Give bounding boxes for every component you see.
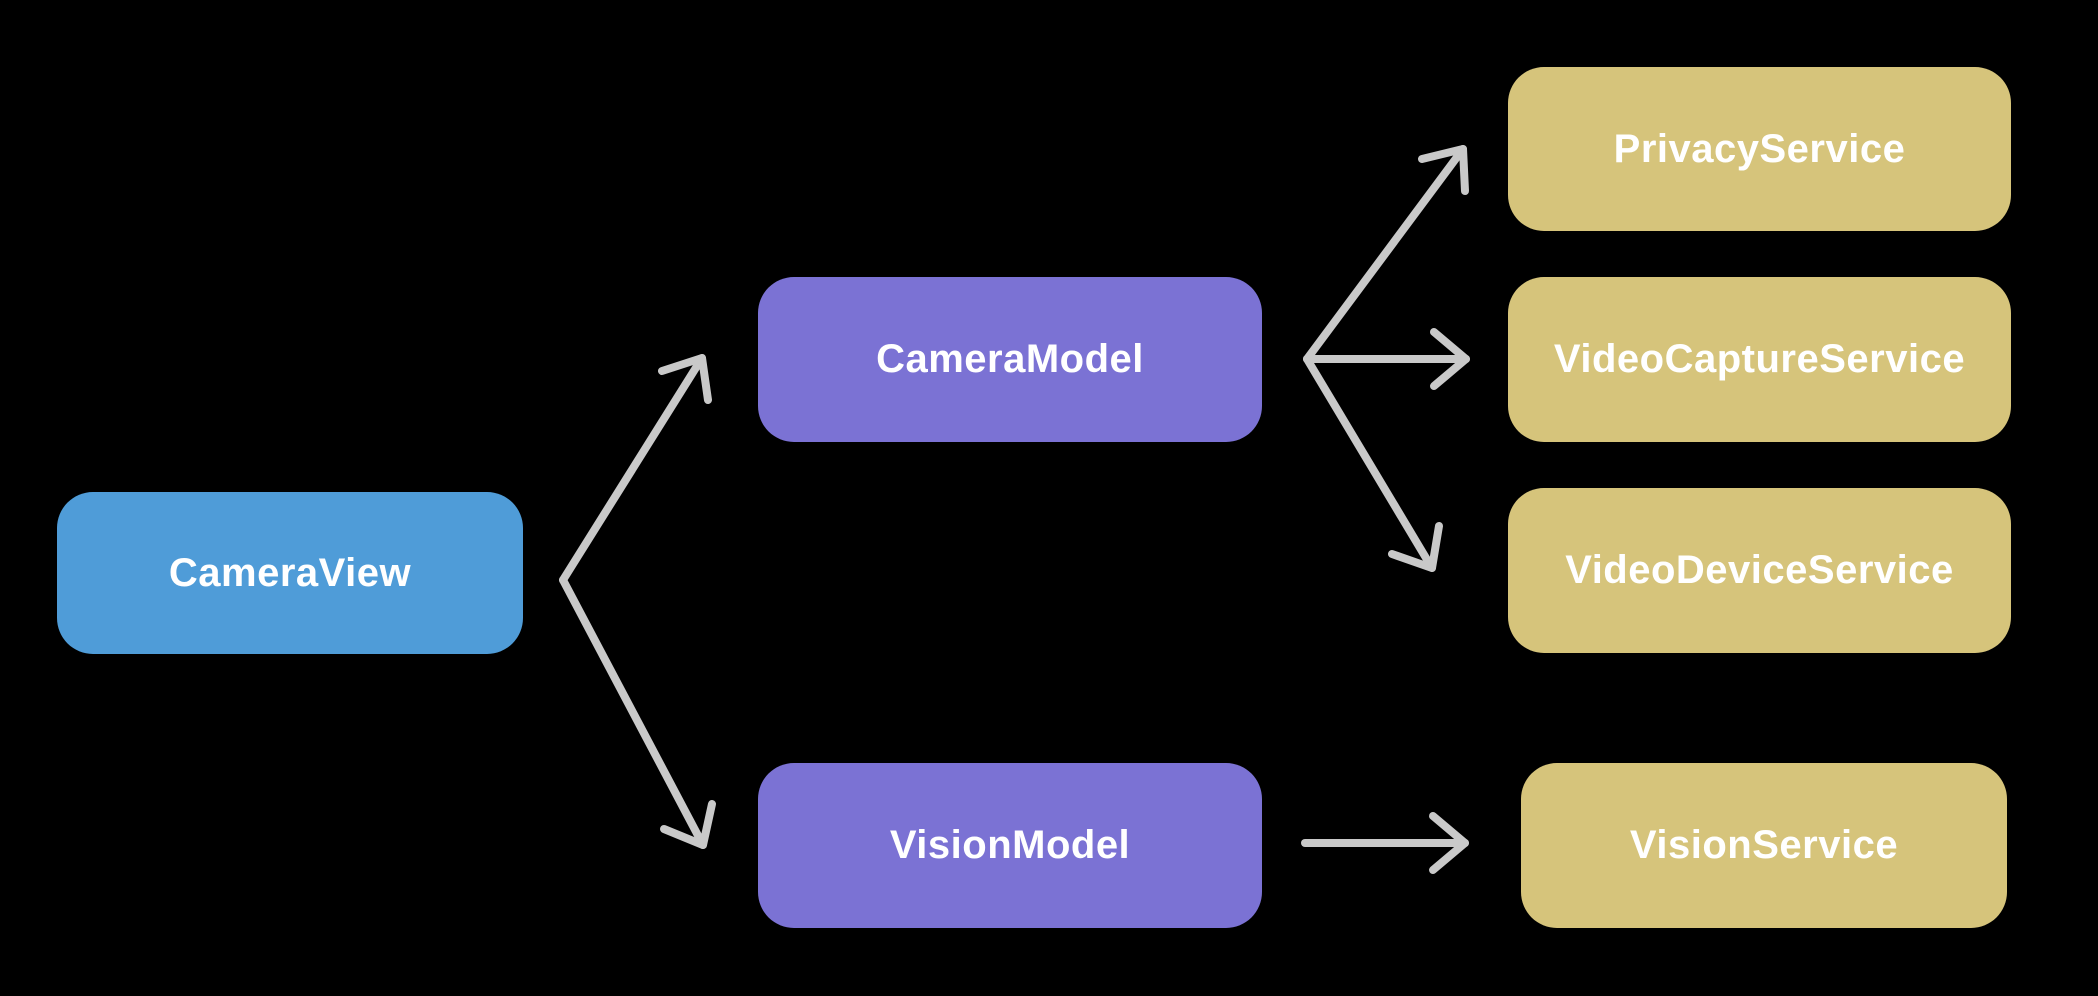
node-cameramodel-label: CameraModel (876, 337, 1144, 381)
edge-cameramodel-videodeviceservice-arrow (1303, 355, 1443, 572)
edge-cameramodel-privacyservice-arrow (1303, 145, 1469, 363)
arrowhead-icon (1430, 328, 1470, 390)
edge-shaft (559, 354, 706, 584)
arrowhead-icon (1388, 522, 1443, 572)
arrowhead-icon (1418, 145, 1469, 195)
node-visionmodel: VisionModel (758, 763, 1262, 928)
edge-visionmodel-visionservice-arrow (1301, 812, 1469, 874)
node-cameraview: CameraView (57, 492, 523, 654)
node-videocaptureservice: VideoCaptureService (1508, 277, 2011, 442)
node-videocaptureservice-label: VideoCaptureService (1553, 337, 1966, 381)
node-privacyservice: PrivacyService (1508, 67, 2011, 231)
edge-shaft (559, 576, 707, 849)
edge-cameraview-cameramodel-arrow (559, 354, 712, 584)
edge-cameramodel-videocaptureservice-arrow (1303, 328, 1470, 390)
edge-cameraview-visionmodel-arrow (559, 576, 716, 849)
edge-shaft (1303, 145, 1467, 363)
node-videodeviceservice-label: VideoDeviceService (1565, 548, 1954, 592)
node-visionservice: VisionService (1521, 763, 2007, 928)
node-privacyservice-label: PrivacyService (1613, 126, 1906, 171)
node-visionmodel-label: VisionModel (889, 823, 1131, 867)
node-videodeviceservice: VideoDeviceService (1508, 488, 2011, 653)
node-visionservice-label: VisionService (1629, 823, 1899, 867)
arrowhead-icon (1429, 812, 1469, 874)
arrowhead-icon (660, 800, 716, 849)
edge-shaft (1303, 355, 1436, 572)
node-cameramodel: CameraModel (758, 277, 1262, 442)
arrowhead-icon (658, 354, 712, 404)
node-cameraview-label: CameraView (168, 550, 412, 595)
